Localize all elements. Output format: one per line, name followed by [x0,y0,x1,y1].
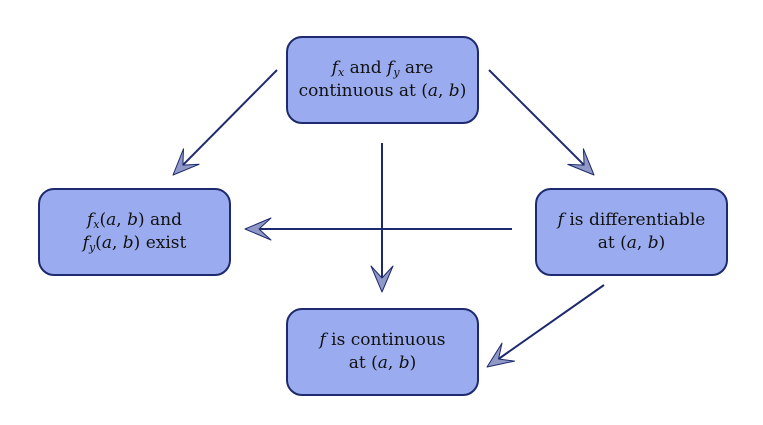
arrow-head-icon [244,217,272,241]
math-variable: a [377,353,388,373]
math-variable: a [427,81,438,101]
math-variable: a [106,210,117,230]
arrow-shaft [182,69,278,166]
math-variable: b [398,353,410,373]
node-text-line: fy(a, b) exist [83,232,187,255]
math-variable: a [101,233,112,253]
label-text: at ( [348,353,378,373]
label-text: ) [459,81,467,101]
label-text: are [399,58,434,78]
arrow-partials-continuous-to-continuous [370,143,394,293]
node-text-line: f is continuous [319,329,445,352]
subscript-text: y [88,241,96,254]
math-variable: f [319,330,326,350]
math-variable: f [331,58,339,78]
math-variable: b [448,81,460,101]
subscript-text: y [393,66,400,79]
node-text-line: fx and fy are [332,57,434,80]
math-variable: b [127,210,138,230]
arrow-head-icon [370,265,394,293]
label-text: , [111,233,123,253]
subscript-text: x [93,218,100,231]
math-variable: b [122,233,134,253]
node-text-line: fx(a, b) and [87,209,182,232]
arrow-head-icon [486,342,516,368]
label-text: , [636,233,648,253]
arrow-head-icon [172,148,200,176]
math-variable: b [647,233,659,253]
label-text: , [437,81,449,101]
label-text: ( [99,210,107,230]
label-text: continuous at ( [298,81,428,101]
node-text-line: at (a, b) [598,232,666,255]
node-text-line: continuous at (a, b) [299,80,467,103]
math-variable: f [86,210,94,230]
label-text: and [344,58,388,78]
arrow-head-icon [567,148,595,176]
math-variable: f [82,233,89,253]
math-variable: a [626,233,637,253]
node-text-line: at (a, b) [349,352,417,375]
arrow-differentiable-to-partials-exist [244,217,512,241]
label-text: ) [409,353,417,373]
label-text: is differentiable [563,210,706,230]
label-text: ) [658,233,666,253]
arrow-differentiable-to-continuous [486,284,605,368]
math-variable: f [557,210,564,230]
subscript-text: x [338,66,345,79]
label-text: at ( [597,233,627,253]
arrow-partials-continuous-to-partials-exist [172,69,278,176]
node-text-line: f is differentiable [558,209,706,232]
label-text: ) exist [133,233,187,253]
label-text: , [116,210,128,230]
arrow-shaft [488,69,585,166]
label-text: is continuous [325,330,446,350]
label-text: , [387,353,399,373]
label-text: ( [95,233,102,253]
arrow-shaft [497,284,605,360]
math-variable: f [387,58,394,78]
label-text: ) and [137,210,182,230]
arrow-partials-continuous-to-differentiable [488,69,595,176]
